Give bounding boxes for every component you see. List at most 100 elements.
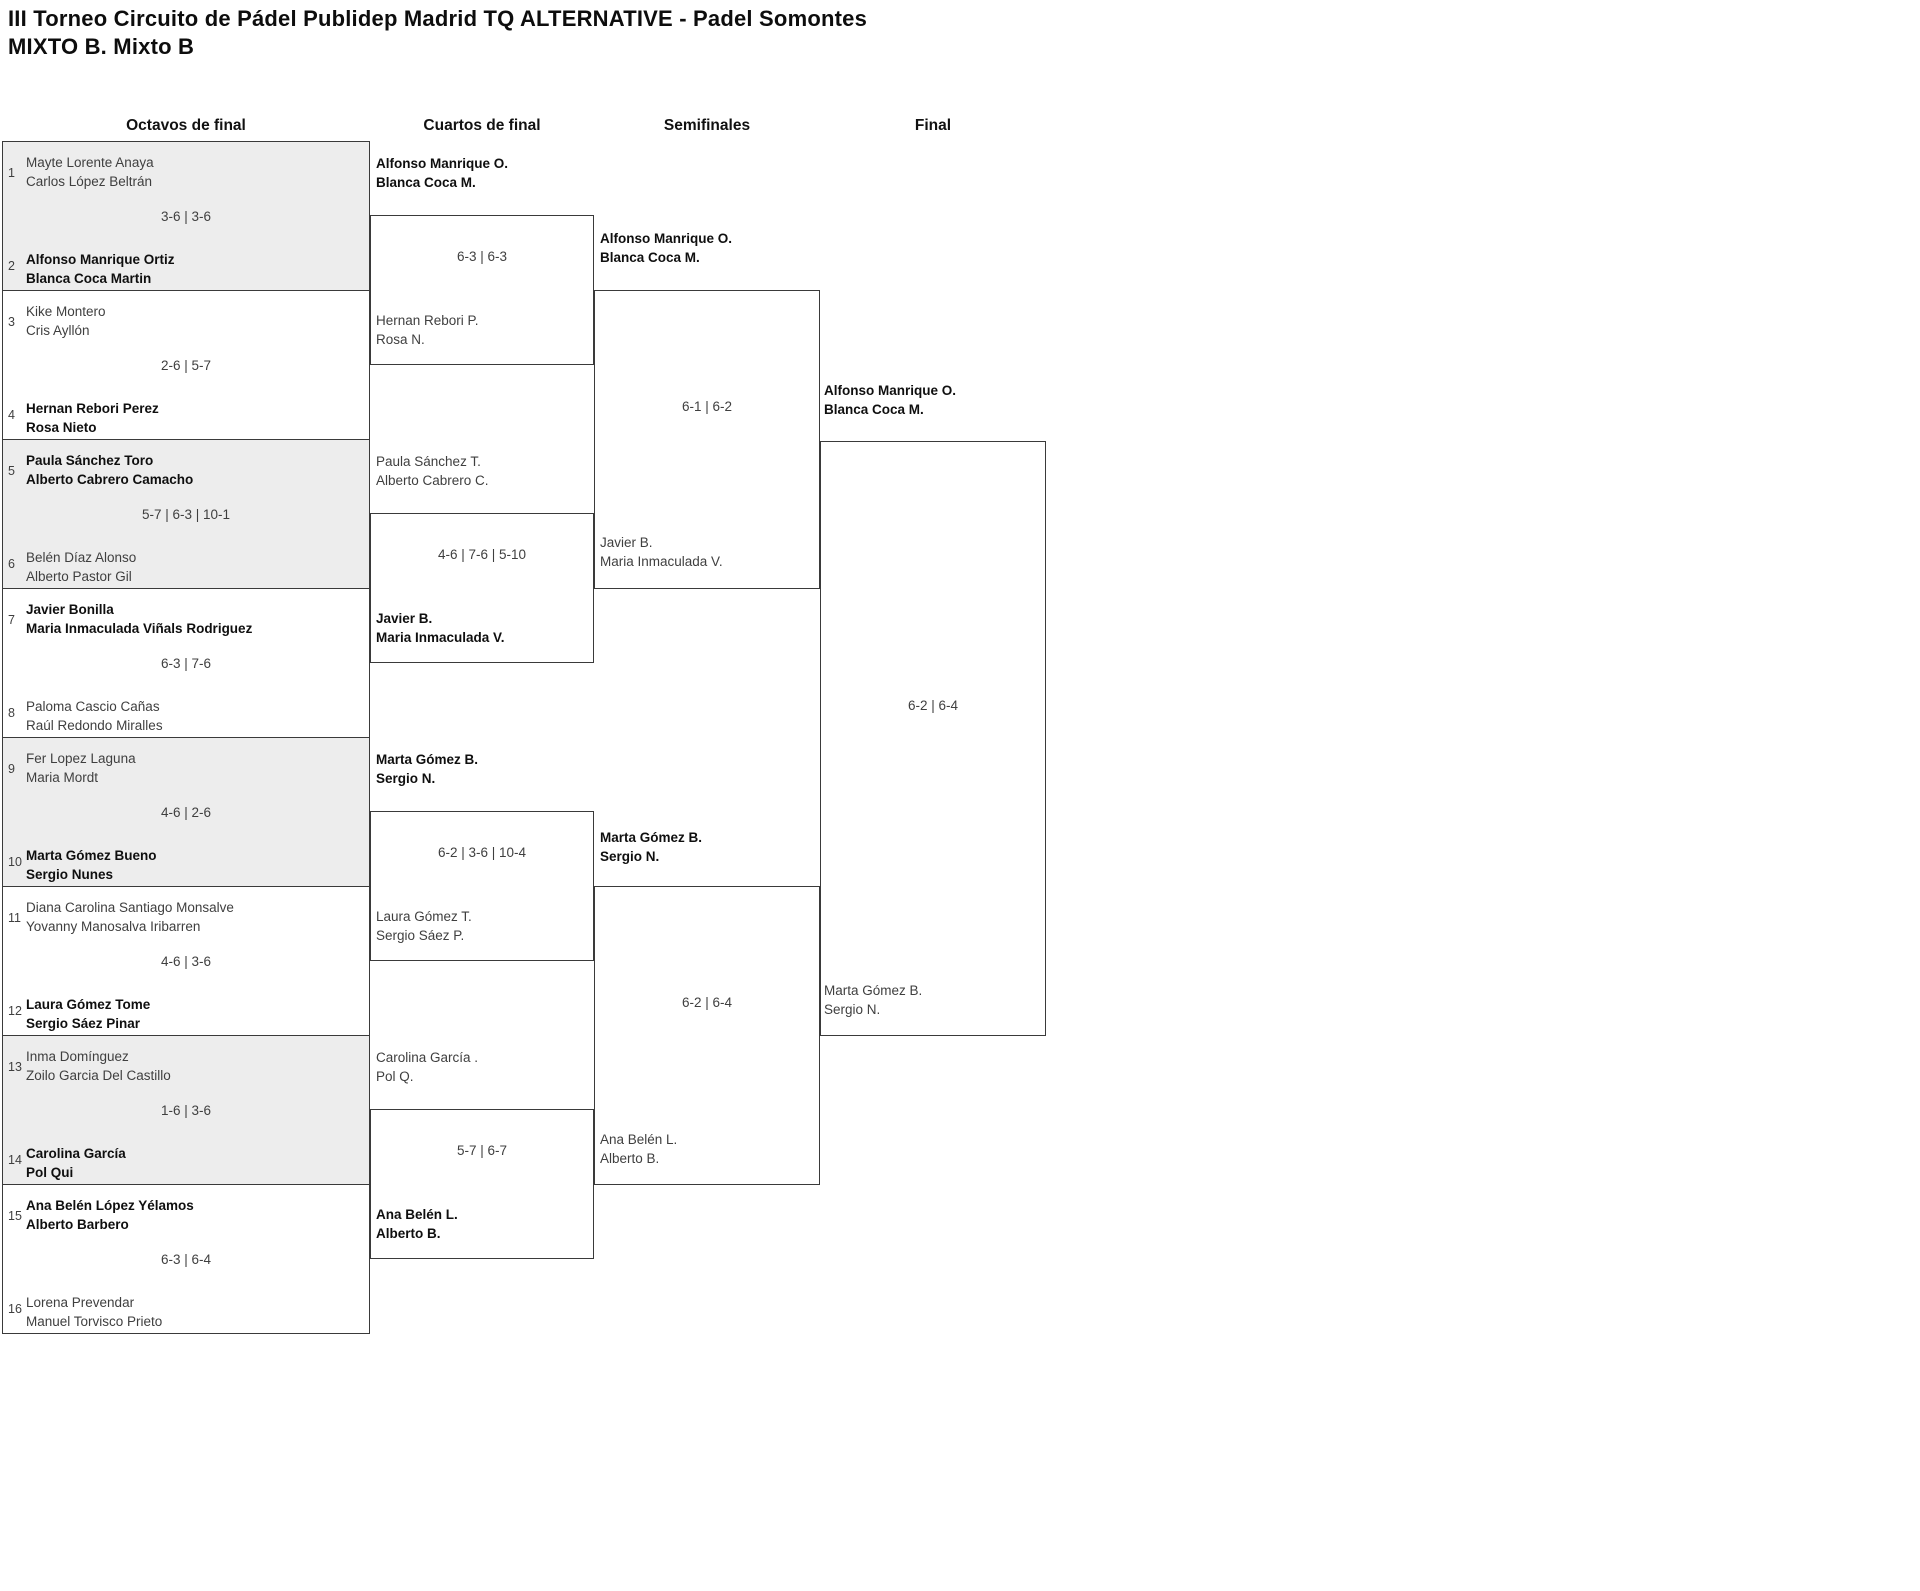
page-title: III Torneo Circuito de Pádel Publidep Ma… (8, 5, 1408, 61)
team-pair: Hernan Rebori Perez Rosa Nieto (26, 399, 356, 437)
player-name: Paula Sánchez T. (376, 454, 481, 469)
player-name: Maria Inmaculada V. (376, 630, 505, 645)
octavos-match-3: 5 Paula Sánchez Toro Alberto Cabrero Cam… (2, 439, 370, 589)
match-score: 6-3 | 6-3 (456, 249, 508, 264)
match-score: 4-6 | 2-6 (160, 805, 212, 820)
team-pair: Alfonso Manrique O. Blanca Coca M. (600, 229, 814, 267)
semifinal-1-box: 6-1 | 6-2 (594, 290, 820, 589)
player-name: Maria Inmaculada V. (600, 554, 723, 569)
player-name: Rosa Nieto (26, 420, 97, 435)
final-box: 6-2 | 6-4 (820, 441, 1046, 1036)
player-name: Alberto Barbero (26, 1217, 129, 1232)
octavos-match-1: 1 Mayte Lorente Anaya Carlos López Beltr… (2, 141, 370, 291)
player-name: Hernan Rebori Perez (26, 401, 159, 416)
team-pair: Laura Gómez T. Sergio Sáez P. (376, 907, 590, 945)
team-pair: Hernan Rebori P. Rosa N. (376, 311, 590, 349)
team-pair: Laura Gómez Tome Sergio Sáez Pinar (26, 995, 356, 1033)
player-name: Alberto B. (600, 1151, 660, 1166)
seed-number: 3 (8, 315, 15, 329)
player-name: Fer Lopez Laguna (26, 751, 136, 766)
player-name: Paloma Cascio Cañas (26, 699, 160, 714)
player-name: Raúl Redondo Miralles (26, 718, 163, 733)
seed-number: 13 (8, 1060, 22, 1074)
match-score: 6-2 | 6-4 (681, 994, 733, 1010)
team-pair: Mayte Lorente Anaya Carlos López Beltrán (26, 153, 356, 191)
team-pair: Marta Gómez Bueno Sergio Nunes (26, 846, 356, 884)
seed-number: 12 (8, 1004, 22, 1018)
match-score: 5-7 | 6-3 | 10-1 (141, 507, 231, 522)
player-name: Diana Carolina Santiago Monsalve (26, 900, 234, 915)
team-pair: Fer Lopez Laguna Maria Mordt (26, 749, 356, 787)
seed-number: 7 (8, 613, 15, 627)
team-pair: Ana Belén L. Alberto B. (376, 1205, 590, 1243)
team-pair: Ana Belén López Yélamos Alberto Barbero (26, 1196, 356, 1234)
cuartos-match-2-box: 4-6 | 7-6 | 5-10 (370, 513, 594, 663)
player-name: Hernan Rebori P. (376, 313, 479, 328)
team-pair: Javier Bonilla Maria Inmaculada Viñals R… (26, 600, 356, 638)
octavos-match-5: 9 Fer Lopez Laguna Maria Mordt 4-6 | 2-6… (2, 737, 370, 887)
team-pair: Javier B. Maria Inmaculada V. (376, 609, 590, 647)
player-name: Alberto Pastor Gil (26, 569, 132, 584)
player-name: Alberto Cabrero C. (376, 473, 489, 488)
player-name: Alberto B. (376, 1226, 441, 1241)
player-name: Belén Díaz Alonso (26, 550, 137, 565)
player-name: Maria Inmaculada Viñals Rodriguez (26, 621, 253, 636)
team-pair: Carolina García . Pol Q. (376, 1048, 590, 1086)
match-score: 1-6 | 3-6 (160, 1103, 212, 1118)
player-name: Ana Belén L. (376, 1207, 458, 1222)
player-name: Zoilo Garcia Del Castillo (26, 1068, 171, 1083)
player-name: Cris Ayllón (26, 323, 90, 338)
player-name: Sergio Nunes (26, 867, 114, 882)
octavos-match-4: 7 Javier Bonilla Maria Inmaculada Viñals… (2, 588, 370, 738)
team-pair: Carolina García Pol Qui (26, 1144, 356, 1182)
seed-number: 14 (8, 1153, 22, 1167)
match-score: 2-6 | 5-7 (160, 358, 212, 373)
match-score: 3-6 | 3-6 (160, 209, 212, 224)
seed-number: 15 (8, 1209, 22, 1223)
team-pair: Inma Domínguez Zoilo Garcia Del Castillo (26, 1047, 356, 1085)
seed-number: 4 (8, 408, 15, 422)
player-name: Maria Mordt (26, 770, 99, 785)
seed-number: 11 (8, 911, 21, 925)
player-name: Mayte Lorente Anaya (26, 155, 154, 170)
player-name: Sergio Sáez Pinar (26, 1016, 141, 1031)
match-score: 6-3 | 6-4 (160, 1252, 212, 1267)
player-name: Pol Q. (376, 1069, 414, 1084)
player-name: Javier B. (376, 611, 433, 626)
octavos-match-7: 13 Inma Domínguez Zoilo Garcia Del Casti… (2, 1035, 370, 1185)
cuartos-match-3-box: 6-2 | 3-6 | 10-4 (370, 811, 594, 961)
player-name: Marta Gómez B. (824, 983, 923, 998)
semifinal-2-box: 6-2 | 6-4 (594, 886, 820, 1185)
player-name: Laura Gómez Tome (26, 997, 151, 1012)
round-header-cuartos: Cuartos de final (423, 117, 541, 134)
player-name: Sergio N. (600, 849, 660, 864)
player-name: Sergio N. (824, 1002, 881, 1017)
player-name: Blanca Coca Martin (26, 271, 152, 286)
player-name: Javier B. (600, 535, 653, 550)
player-name: Carolina García . (376, 1050, 479, 1065)
player-name: Sergio Sáez P. (376, 928, 465, 943)
player-name: Yovanny Manosalva Iribarren (26, 919, 201, 934)
player-name: Alberto Cabrero Camacho (26, 472, 194, 487)
team-pair: Belén Díaz Alonso Alberto Pastor Gil (26, 548, 356, 586)
player-name: Carolina García (26, 1146, 126, 1161)
player-name: Ana Belén López Yélamos (26, 1198, 194, 1213)
team-pair: Ana Belén L. Alberto B. (600, 1130, 814, 1168)
seed-number: 6 (8, 557, 15, 571)
octavos-match-6: 11 Diana Carolina Santiago Monsalve Yova… (2, 886, 370, 1036)
player-name: Paula Sánchez Toro (26, 453, 154, 468)
seed-number: 8 (8, 706, 15, 720)
player-name: Alfonso Manrique Ortiz (26, 252, 175, 267)
seed-number: 1 (8, 166, 15, 180)
player-name: Marta Gómez B. (376, 752, 479, 767)
team-pair: Diana Carolina Santiago Monsalve Yovanny… (26, 898, 356, 936)
seed-number: 10 (8, 855, 22, 869)
match-score: 6-2 | 3-6 | 10-4 (437, 845, 527, 860)
match-score: 4-6 | 3-6 (160, 954, 212, 969)
team-pair: Marta Gómez B. Sergio N. (824, 981, 1038, 1019)
team-pair: Marta Gómez B. Sergio N. (600, 828, 814, 866)
player-name: Laura Gómez T. (376, 909, 472, 924)
round-header-final: Final (914, 117, 952, 134)
team-pair: Kike Montero Cris Ayllón (26, 302, 356, 340)
octavos-match-8: 15 Ana Belén López Yélamos Alberto Barbe… (2, 1184, 370, 1334)
